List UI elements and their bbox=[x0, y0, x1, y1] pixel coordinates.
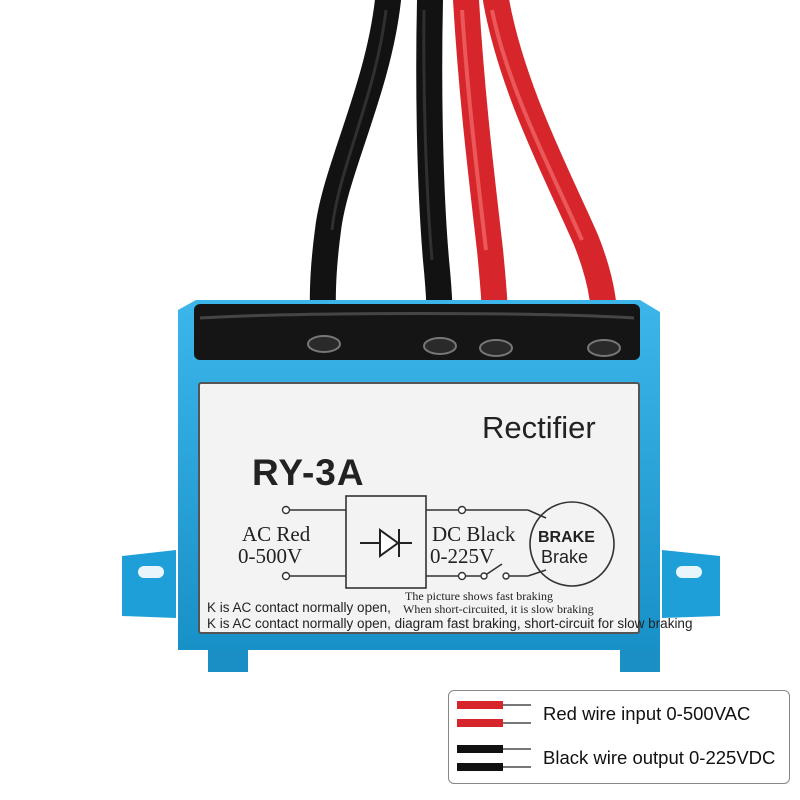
note-short-circuit: When short-circuited, it is slow braking bbox=[403, 602, 594, 616]
red-wire-left bbox=[453, 0, 509, 358]
note-picture: The picture shows fast braking bbox=[405, 589, 553, 603]
brake-label-upper: BRAKE bbox=[538, 529, 595, 546]
legend-item-black: Black wire output 0-225VDC bbox=[449, 739, 789, 779]
legend-label-black: Black wire output 0-225VDC bbox=[543, 747, 776, 768]
dc-output-label: DC Black bbox=[432, 522, 516, 546]
dc-terminal-bottom bbox=[457, 571, 467, 581]
brake-coil-circle bbox=[529, 501, 615, 587]
mounting-tab-right bbox=[662, 550, 720, 618]
circuit-diagram bbox=[281, 495, 615, 589]
red-wire-right bbox=[483, 0, 618, 358]
rectifier-block bbox=[345, 495, 427, 589]
k-contact-left bbox=[480, 572, 488, 580]
diode-icon bbox=[360, 528, 412, 558]
legend-label-red: Red wire input 0-500VAC bbox=[543, 703, 751, 724]
ac-voltage-range: 0-500V bbox=[238, 544, 303, 568]
legend-item-red: Red wire input 0-500VAC bbox=[449, 695, 789, 735]
brake-label-lower: Brake bbox=[541, 547, 589, 567]
red-wire-icon bbox=[457, 701, 531, 727]
product-label: Rectifier RY-3A AC Red 0-500V DC Black 0… bbox=[198, 382, 692, 634]
k-contact-right bbox=[502, 572, 510, 580]
black-wire-left bbox=[309, 0, 401, 351]
dc-voltage-range: 0-225V bbox=[430, 544, 495, 568]
note-k-full: K is AC contact normally open, diagram f… bbox=[207, 616, 693, 631]
wire-legend: Red wire input 0-500VAC Black wire outpu… bbox=[448, 690, 790, 784]
note-k-open: K is AC contact normally open, bbox=[207, 600, 391, 615]
black-wire-icon bbox=[457, 745, 531, 771]
dc-terminal-top bbox=[457, 505, 467, 515]
wire-grommets bbox=[307, 335, 621, 357]
black-wire-right bbox=[416, 0, 453, 355]
label-title: Rectifier bbox=[482, 410, 596, 445]
ac-terminal-bottom bbox=[281, 571, 291, 581]
mounting-tab-left bbox=[122, 550, 176, 618]
ac-input-label: AC Red bbox=[242, 522, 311, 546]
model-number: RY-3A bbox=[252, 452, 365, 493]
ac-terminal-top bbox=[281, 505, 291, 515]
